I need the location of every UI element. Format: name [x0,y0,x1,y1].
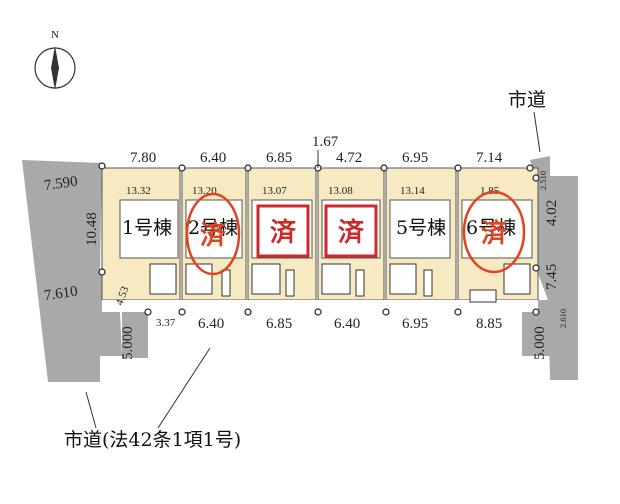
sold-stamp-lot-6: 済 [462,190,526,274]
dim-left-1: 10.48 [84,212,100,246]
dim-right-3: 2.610 [558,309,568,328]
lot-4-area: 13.08 [328,185,353,197]
dim-top-3: 1.67 [312,134,339,150]
dim-top-2: 6.85 [266,150,292,166]
dim-right-1: 4.02 [544,200,560,226]
dim-left-2: 7.610 [43,284,79,305]
compass-label: N [51,29,59,41]
dim-bottom-2: 6.85 [266,316,292,332]
dim-bottom-0: 3.37 [156,317,176,329]
survey-points [98,162,540,316]
dim-top-4: 4.72 [336,150,362,166]
lot-2-status: 済 [200,220,227,251]
north-compass-icon: N [34,29,76,90]
lot-3-area: 13.07 [262,185,287,197]
lot-3-status: 済 [270,217,297,248]
sold-stamp-lot-2: 済 [185,192,241,276]
lot-2-label: 2号棟 [188,217,238,239]
lot-1-area: 13.32 [126,185,151,197]
dim-bottom-3: 6.40 [334,316,360,332]
lot-6-status: 済 [481,218,508,249]
lot-1-label: 1号棟 [122,217,172,239]
dim-right-4: 5.000 [532,326,548,360]
lot-5-label: 5号棟 [396,217,446,239]
lot-6-label: 6号棟 [466,217,516,239]
dim-top-1: 6.40 [200,150,226,166]
dim-left-0: 7.590 [43,174,79,195]
road-label-north-east: 市道 [508,89,546,111]
lot-labels: 1号棟 2号棟 5号棟 6号棟 [122,217,516,239]
right-dimensions: 2.510 4.02 7.45 2.610 5.000 [532,171,568,360]
dim-top-5: 6.95 [402,150,428,166]
lot-areas: 13.32 13.20 13.07 13.08 13.14 1.85 [126,185,500,197]
sold-stamp-lot-4: 済 [324,204,378,258]
road-south-strip [122,312,148,358]
parking [149,263,531,303]
top-dimensions: 7.80 6.40 6.85 1.67 4.72 6.95 7.14 [130,134,503,168]
road-west [22,160,148,382]
lot-5-area: 13.14 [400,185,425,197]
dim-top-6: 7.14 [476,150,503,166]
dim-right-0: 2.510 [538,171,548,190]
left-dimensions: 7.590 10.48 7.610 4.53 5.000 [43,174,136,360]
dim-right-2: 7.45 [544,264,560,290]
road-label-south: 市道(法42条1項1号) [64,429,241,451]
road-east [530,156,578,380]
sold-stamp-lot-3: 済 [256,204,310,258]
dim-bottom-4: 6.95 [402,316,428,332]
lot-4-status: 済 [338,217,365,248]
bottom-dimensions: 3.37 6.40 6.85 6.40 6.95 8.85 [156,316,502,332]
dim-left-4: 5.000 [120,326,136,360]
dim-top-0: 7.80 [130,150,156,166]
dim-bottom-5: 8.85 [476,316,502,332]
dim-bottom-1: 6.40 [198,316,224,332]
